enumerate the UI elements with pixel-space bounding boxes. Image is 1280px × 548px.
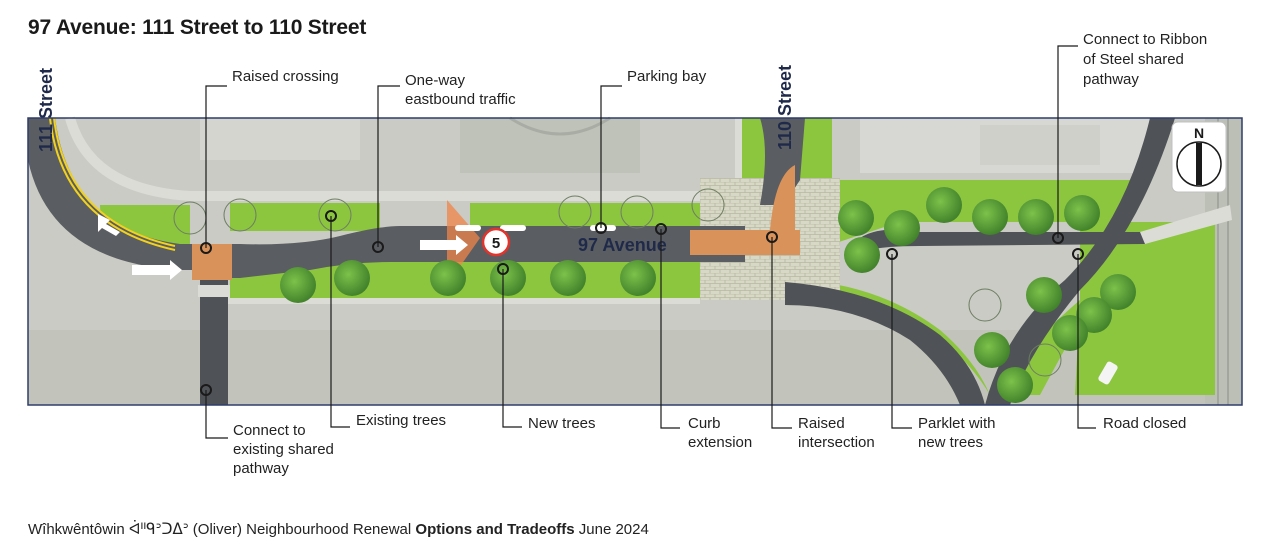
map-frame bbox=[27, 117, 1243, 406]
marker-5-number: 5 bbox=[492, 235, 500, 252]
callout-ribbon-line3: pathway bbox=[1083, 71, 1139, 88]
footer-date: June 2024 bbox=[578, 521, 649, 538]
page-title: 97 Avenue: 111 Street to 110 Street bbox=[28, 16, 367, 39]
97-avenue-road bbox=[200, 226, 745, 278]
new-trees bbox=[280, 187, 1136, 403]
callout-parklet-line2: new trees bbox=[918, 434, 984, 451]
marker-5 bbox=[481, 227, 511, 257]
callout-one-way-line1: One-way bbox=[405, 72, 466, 89]
footer: Wîhkwêntôwin ᐋᐦᑫᐣᑐᐃᐣ (Oliver) Neighbourh… bbox=[28, 520, 649, 538]
111-street-road bbox=[28, 118, 200, 270]
parklet-pathway bbox=[860, 229, 1145, 250]
eastbound-arrow bbox=[132, 260, 182, 280]
callout-dots bbox=[200, 210, 1084, 396]
raised-crossing bbox=[192, 244, 232, 280]
callout-connect-line1: Connect to bbox=[233, 422, 306, 439]
footer-bold: Options and Tradeoffs bbox=[415, 521, 575, 538]
ribbon-of-steel-path bbox=[985, 118, 1175, 405]
callout-ribbon-line1: Connect to Ribbon bbox=[1083, 31, 1208, 48]
street-label-110: 110 Street bbox=[775, 65, 795, 150]
callout-one-way-line2: eastbound traffic bbox=[405, 91, 516, 108]
callout-curb-line1: Curb bbox=[688, 415, 721, 432]
existing-trees bbox=[173, 188, 1062, 377]
street-label-97-avenue: 97 Avenue bbox=[578, 235, 667, 255]
callout-leaders bbox=[205, 45, 1096, 439]
callout-parking-bay: Parking bay bbox=[627, 68, 707, 85]
callout-curb-line2: extension bbox=[688, 434, 753, 451]
callout-raised-line2: intersection bbox=[798, 434, 875, 451]
callout-connect-line3: pathway bbox=[233, 460, 289, 477]
compass-letter: N bbox=[1194, 125, 1204, 141]
callout-existing-trees: Existing trees bbox=[356, 412, 447, 429]
footer-prefix: Wîhkwêntôwin ᐋᐦᑫᐣᑐᐃᐣ (Oliver) Neighbourh… bbox=[28, 521, 412, 538]
callout-parklet-line1: Parklet with bbox=[918, 415, 996, 432]
callout-ribbon-line2: of Steel shared bbox=[1083, 51, 1184, 68]
closed-road-curve bbox=[785, 282, 985, 405]
callout-road-closed: Road closed bbox=[1103, 415, 1187, 432]
callout-new-trees: New trees bbox=[528, 415, 596, 432]
connect-pathway bbox=[200, 278, 228, 405]
callout-raised-crossing: Raised crossing bbox=[232, 68, 339, 85]
north-arrow-icon: N bbox=[1171, 121, 1227, 193]
street-label-111: 111 Street bbox=[36, 68, 56, 152]
callout-raised-line1: Raised bbox=[798, 415, 845, 432]
grass-strip-north bbox=[230, 203, 380, 231]
callout-connect-line2: existing shared bbox=[233, 441, 334, 458]
